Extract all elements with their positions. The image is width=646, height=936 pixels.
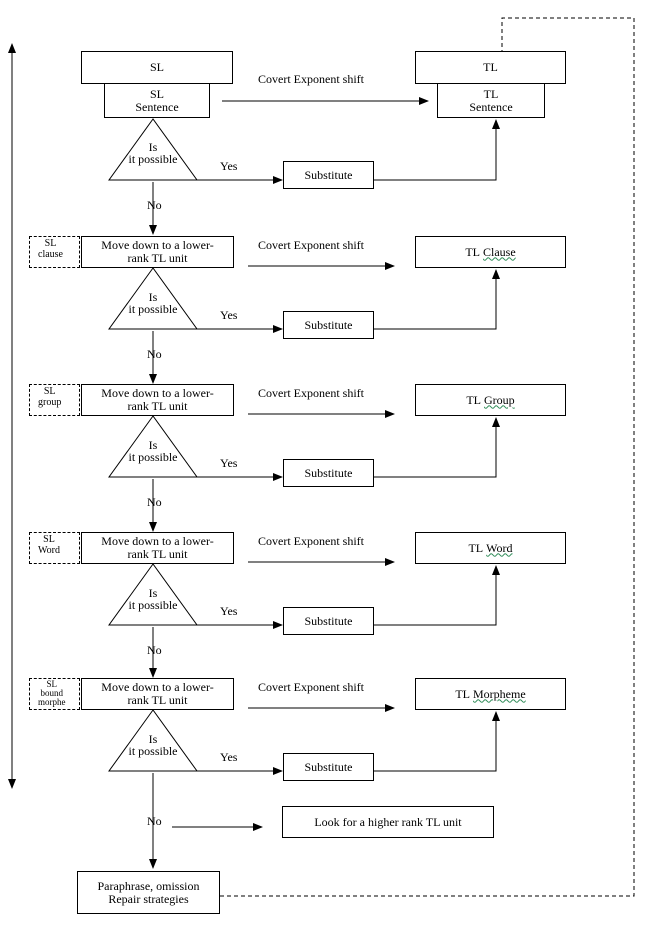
sl-sentence-box: SL Sentence — [104, 83, 210, 118]
question-text-4: Is it possible — [128, 732, 178, 758]
substitute-to-tl-arrow-0 — [374, 119, 500, 181]
yes-label-1: Yes — [220, 308, 238, 322]
move-down-box-word: Move down to a lower- rank TL unit — [81, 532, 234, 564]
tl-morpheme-unit: Morpheme — [473, 686, 526, 701]
tl-word-box: TL Word — [415, 532, 566, 564]
substitute-box-3: Substitute — [283, 607, 374, 635]
tl-word-unit: Word — [486, 540, 513, 555]
tl-group-unit: Group — [484, 392, 515, 407]
shift-label-group: Covert Exponent shift — [258, 386, 364, 400]
sl-bound-morpheme-tag: SL bound morphe — [29, 678, 80, 710]
yes-label-2: Yes — [220, 456, 238, 470]
substitute-box-4: Substitute — [283, 753, 374, 781]
move-down-box-group: Move down to a lower- rank TL unit — [81, 384, 234, 416]
tl-morpheme-prefix: TL — [455, 686, 470, 701]
shift-label-sentence: Covert Exponent shift — [258, 72, 364, 86]
question-triangle-2 — [108, 415, 198, 478]
yes-label-3: Yes — [220, 604, 238, 618]
no-label-3: No — [147, 643, 162, 657]
dashed-feedback-loop — [220, 17, 635, 897]
question-triangle-0 — [108, 118, 198, 181]
substitute-to-tl-arrow-1 — [374, 269, 500, 330]
tl-word-prefix: TL — [468, 540, 484, 555]
sl-group-tag: SL group — [29, 384, 80, 416]
no-label-1: No — [147, 347, 162, 361]
question-text-2: Is it possible — [128, 438, 178, 464]
tl-clause-prefix: TL — [465, 244, 480, 259]
tl-sentence-box: TL Sentence — [437, 83, 545, 118]
substitute-to-tl-arrow-3 — [374, 565, 500, 626]
substitute-box-2: Substitute — [283, 459, 374, 487]
tl-group-box: TL Group — [415, 384, 566, 416]
substitute-to-tl-arrow-2 — [374, 417, 500, 478]
no-label-0: No — [147, 198, 162, 212]
sl-clause-tag: SL clause — [29, 236, 80, 268]
tl-group-prefix: TL — [466, 392, 481, 407]
shift-label-word: Covert Exponent shift — [258, 534, 364, 548]
question-text-1: Is it possible — [128, 290, 178, 316]
sl-header-box: SL — [81, 51, 233, 84]
higher-rank-box: Look for a higher rank TL unit — [282, 806, 494, 838]
question-triangle-1 — [108, 267, 198, 330]
move-down-box-morpheme: Move down to a lower- rank TL unit — [81, 678, 234, 710]
paraphrase-box: Paraphrase, omission Repair strategies — [77, 871, 220, 914]
question-text-3: Is it possible — [128, 586, 178, 612]
tl-clause-box: TL Clause — [415, 236, 566, 268]
tl-morpheme-box: TL Morpheme — [415, 678, 566, 710]
shift-label-clause: Covert Exponent shift — [258, 238, 364, 252]
shift-label-morpheme: Covert Exponent shift — [258, 680, 364, 694]
yes-label-0: Yes — [220, 159, 238, 173]
tl-header-box: TL — [415, 51, 566, 84]
sl-word-tag: SL Word — [29, 532, 80, 564]
tl-clause-unit: Clause — [483, 244, 516, 259]
substitute-box-1: Substitute — [283, 311, 374, 339]
yes-label-4: Yes — [220, 750, 238, 764]
substitute-box-0: Substitute — [283, 161, 374, 189]
question-text-0: Is it possible — [128, 140, 178, 166]
no-label-final: No — [147, 814, 162, 828]
question-triangle-4 — [108, 709, 198, 772]
substitute-to-tl-arrow-4 — [374, 711, 500, 772]
move-down-box-clause: Move down to a lower- rank TL unit — [81, 236, 234, 268]
no-label-2: No — [147, 495, 162, 509]
question-triangle-3 — [108, 563, 198, 626]
